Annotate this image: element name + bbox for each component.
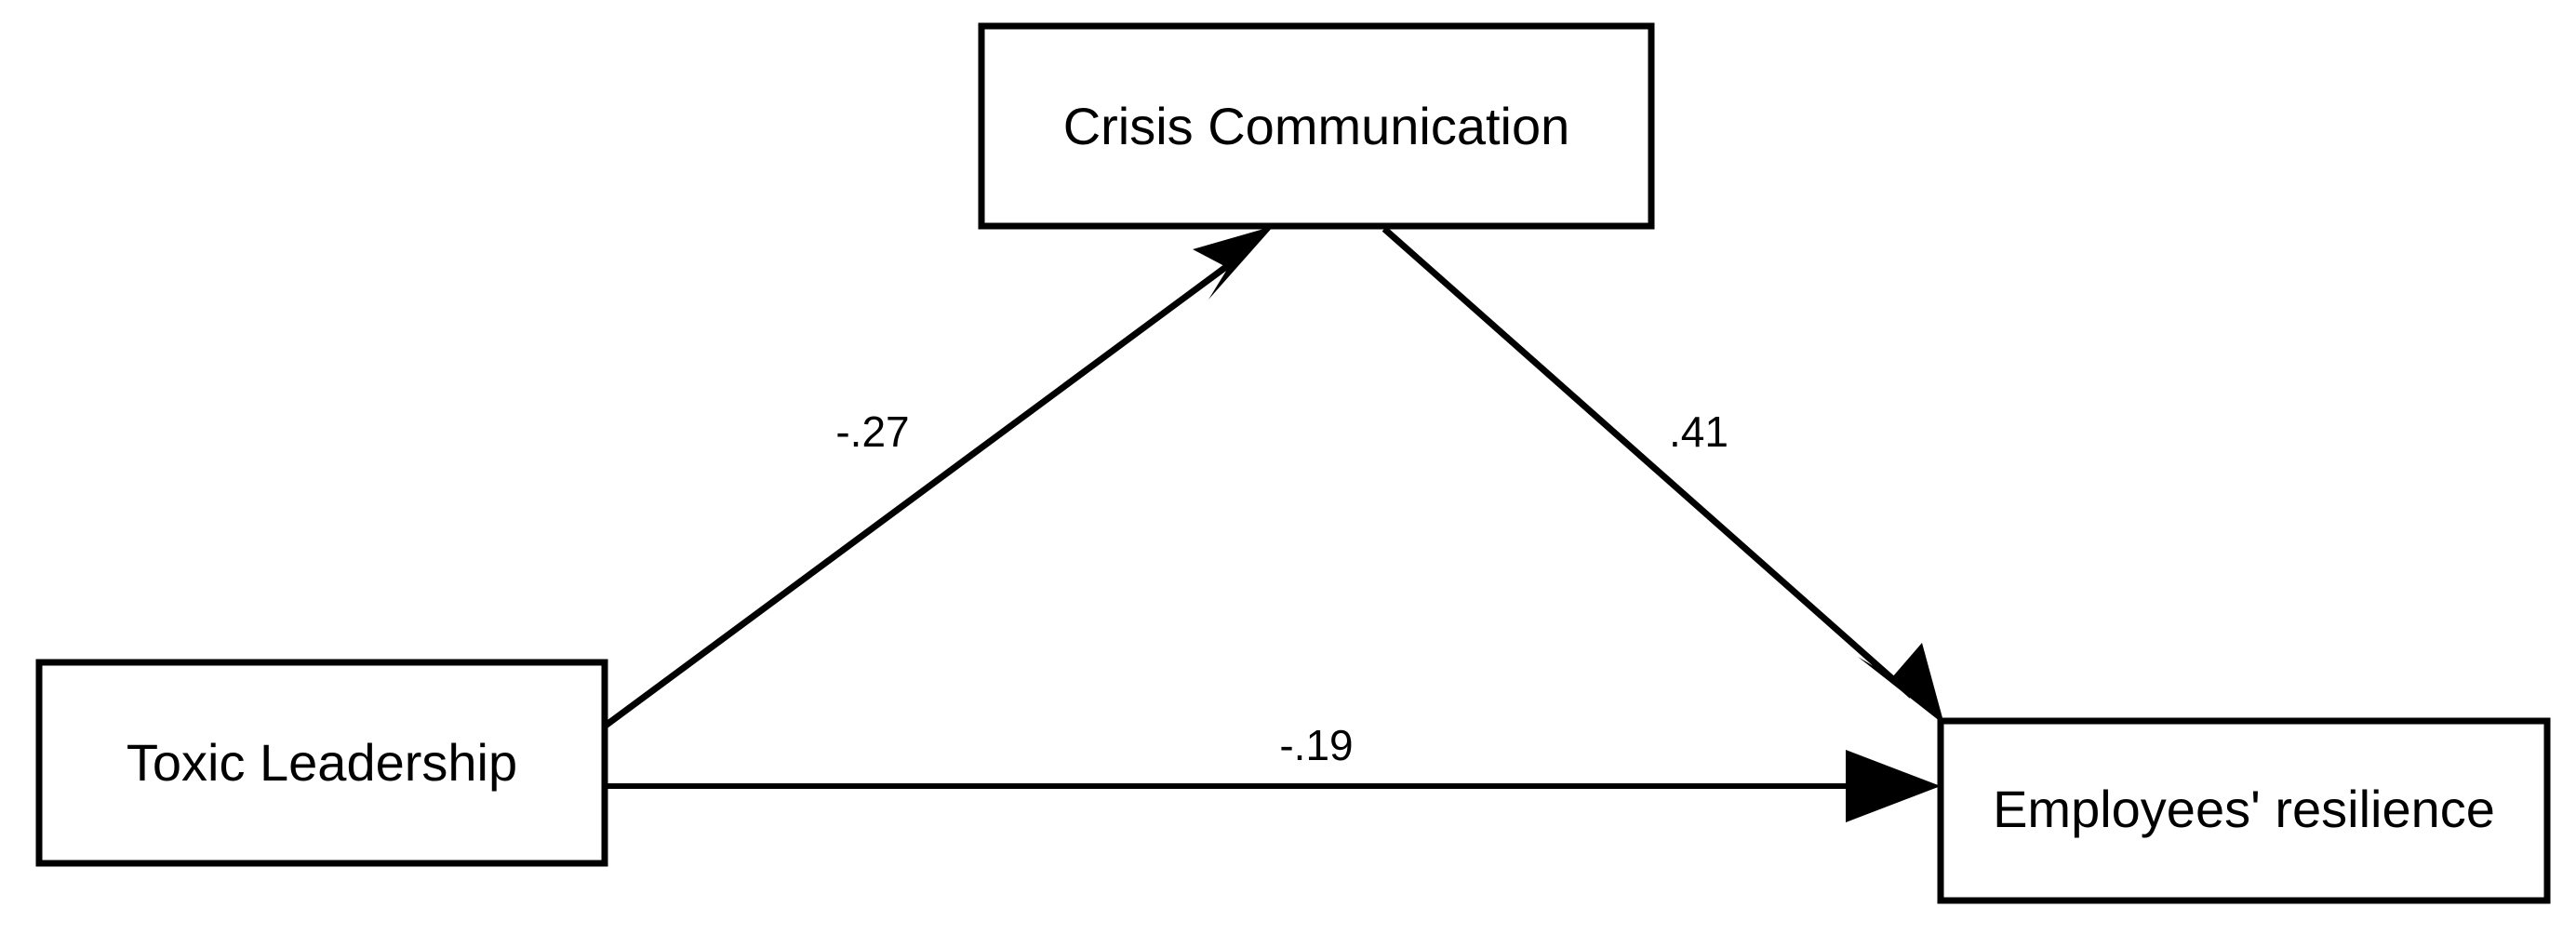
path-a-toxic-to-crisis (600, 226, 1274, 730)
path-c-arrowhead (1846, 750, 1941, 822)
node-employees-resilience-label: Employees' resilience (1993, 780, 2495, 838)
coefficient-label-b: .41 (1669, 407, 1728, 456)
node-employees-resilience[interactable]: Employees' resilience (1937, 717, 2551, 904)
node-toxic-leadership-box[interactable] (35, 659, 608, 867)
path-c-toxic-to-resilience (603, 750, 1941, 822)
node-employees-resilience-box[interactable] (1937, 717, 2551, 904)
node-crisis-communication-box[interactable] (978, 22, 1655, 230)
node-crisis-communication-label: Crisis Communication (1063, 97, 1570, 155)
node-crisis-communication[interactable]: Crisis Communication (978, 22, 1655, 230)
node-toxic-leadership-label: Toxic Leadership (127, 733, 517, 792)
path-a-arrowhead (1193, 226, 1274, 300)
node-toxic-leadership[interactable]: Toxic Leadership (35, 659, 608, 867)
coefficient-label-a: -.27 (835, 407, 909, 456)
path-a-line (600, 253, 1244, 730)
path-b-arrowhead (1858, 643, 1944, 725)
path-b-crisis-to-resilience (1381, 226, 1944, 725)
coefficient-label-c: -.19 (1279, 721, 1353, 769)
path-b-line (1381, 226, 1915, 699)
